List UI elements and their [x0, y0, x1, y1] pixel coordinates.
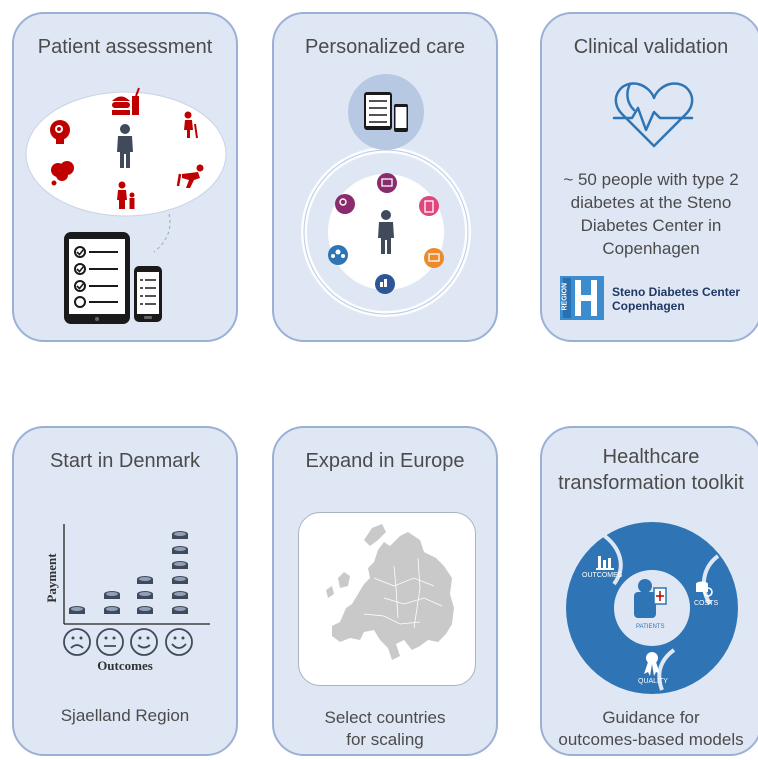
- wheel-label-patients: PATIENTS: [636, 624, 665, 630]
- payment-outcomes-graphic: [63, 524, 210, 656]
- elderly-walk-icon: [184, 111, 198, 139]
- coin-icon: [696, 581, 713, 597]
- person-icon: [378, 210, 394, 254]
- tablet-icon: [419, 196, 439, 216]
- group-icon: [328, 245, 348, 265]
- brain-icon: [50, 120, 70, 144]
- x-axis-label: Outcomes: [97, 658, 153, 673]
- patient-assessment-illustration: [25, 87, 227, 324]
- europe-map-icon: [326, 524, 454, 660]
- card-title: Personalized care: [304, 36, 466, 58]
- logo-name-line1: Steno Diabetes Center: [612, 285, 741, 299]
- card-title: Patient assessment: [37, 36, 213, 58]
- clinical-validation-illustration: [612, 82, 694, 148]
- card-personalized-care: Personalized care: [272, 12, 498, 342]
- card-title-line2: transformation toolkit: [558, 472, 744, 494]
- caption-line1: Guidance for: [602, 708, 700, 727]
- wheel-label-costs: COSTS: [694, 600, 719, 607]
- wheel-label-quality: QUALITY: [638, 678, 668, 685]
- monitor-icon: [377, 173, 397, 193]
- doctor-icon: [634, 579, 667, 618]
- parent-child-icon: [117, 181, 135, 209]
- laptop-icon: [424, 248, 444, 268]
- card-toolkit: Healthcare transformation toolkit: [540, 426, 758, 756]
- tablet-checklist-icon: [64, 232, 130, 324]
- card-start-denmark: Start in Denmark: [12, 426, 238, 756]
- card-patient-assessment: Patient assessment: [12, 12, 238, 342]
- logo-mark: REGION: [560, 276, 604, 320]
- card-title-line1: Healthcare: [602, 446, 700, 468]
- caption-line2: outcomes-based models: [558, 730, 744, 749]
- y-axis-label: Payment: [44, 553, 59, 603]
- card-expand-europe: Expand in Europe Select countries for sc…: [272, 426, 498, 756]
- card-title: Clinical validation: [573, 36, 729, 58]
- heart-stethoscope-icon: [612, 82, 694, 148]
- person-icon: [117, 124, 133, 168]
- thought-icon: [51, 161, 74, 186]
- personalized-care-illustration: [301, 74, 471, 317]
- clinical-validation-description: ~ 50 people with type 2 diabetes at the …: [563, 170, 739, 258]
- fall-icon: [176, 164, 204, 188]
- tablet-checklist-icon: [364, 92, 392, 130]
- caption-line1: Select countries: [324, 708, 446, 727]
- food-icon: [112, 87, 140, 115]
- toolkit-wheel: [566, 522, 738, 694]
- face-icon: [63, 628, 193, 656]
- wheel-label-outcomes: OUTCOMES: [582, 572, 623, 579]
- phone-icon: [134, 266, 162, 322]
- steno-logo: REGION Steno Diabetes Center Copenhagen: [560, 276, 758, 320]
- card-title: Expand in Europe: [305, 450, 465, 472]
- ribbon-icon: [644, 652, 660, 676]
- coin-stack-icon: [69, 531, 188, 614]
- card-caption: Sjaelland Region: [60, 706, 190, 725]
- caption-line2: for scaling: [346, 730, 424, 749]
- card-clinical-validation: Clinical validation ~ 50 people with typ…: [540, 12, 758, 342]
- logo-name-line2: Copenhagen: [612, 299, 685, 313]
- logo-region-text: REGION: [561, 282, 569, 311]
- phone-icon: [394, 104, 408, 132]
- chart-icon: [596, 556, 614, 570]
- card-title: Start in Denmark: [49, 450, 201, 472]
